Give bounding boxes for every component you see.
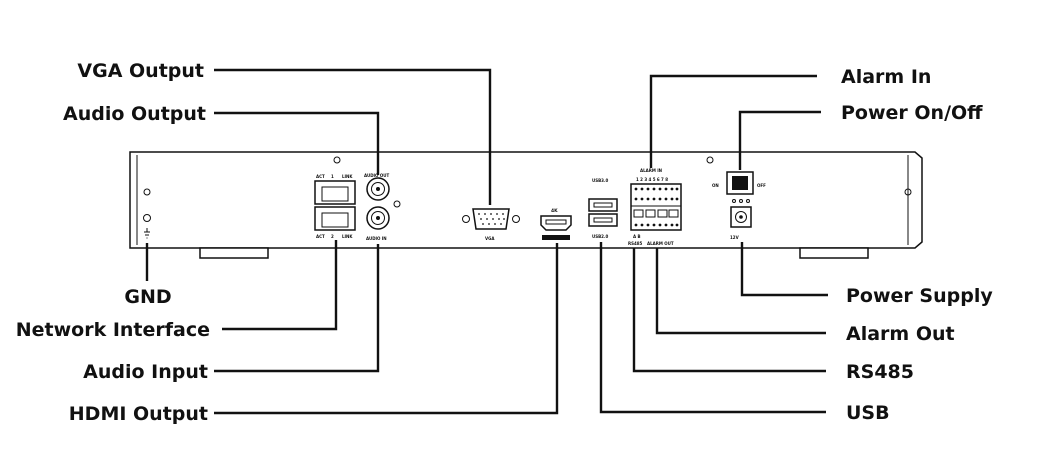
link-label: LINK: [342, 174, 353, 179]
audio-input-label: Audio Input: [83, 361, 208, 383]
nvr-chassis: [129, 151, 923, 259]
audio-in-label: AUDIO IN: [366, 236, 387, 241]
leader-lines: [145, 68, 828, 415]
alarm-in-panel-label: ALARM IN: [640, 168, 662, 173]
usb-label: USB: [846, 402, 890, 424]
usb-ports: USB3.0 USB2.0: [588, 178, 618, 239]
on-label: ON: [712, 183, 719, 188]
act-label-2: ACT: [316, 234, 325, 239]
usb2-label: USB2.0: [592, 234, 608, 239]
port1-label: 1: [331, 174, 334, 179]
audio-out-label: AUDIO OUT: [364, 173, 389, 178]
ground-terminal: [143, 214, 151, 239]
alarm-out-label: Alarm Out: [846, 323, 955, 345]
rs485-panel-label: RS485: [628, 241, 643, 246]
alarm-terminal-block: ALARM IN 1 2 3 4 5 6 7 8 A B RS485 ALARM…: [628, 168, 682, 246]
screw-icon: [333, 156, 341, 164]
rubber-foot-right: [799, 247, 869, 259]
dc-power-jack: 12V: [730, 199, 752, 240]
alarm-in-label: Alarm In: [841, 66, 931, 88]
screw-icon: [706, 156, 714, 164]
hdmi-4k-label: 4K: [551, 208, 558, 214]
rs485-pins-label: A B: [633, 234, 641, 239]
audio-output-label: Audio Output: [63, 103, 206, 125]
power-supply-label: Power Supply: [846, 285, 993, 307]
power-switch: ON OFF: [712, 171, 766, 195]
rubber-foot-left: [199, 247, 269, 259]
audio-jacks: AUDIO OUT AUDIO IN: [364, 173, 401, 241]
act-label: ACT: [316, 174, 325, 179]
link-label-2: LINK: [342, 234, 353, 239]
usb3-label: USB3.0: [592, 178, 608, 183]
port2-label: 2: [331, 234, 334, 239]
network-interface-ports: ACT 1 LINK ACT 2 LINK: [314, 174, 356, 239]
hdmi-output-label: HDMI Output: [69, 403, 208, 425]
alarm-out-panel-label: ALARM OUT: [647, 241, 674, 246]
vga-port: VGA: [462, 208, 520, 241]
dc12v-label: 12V: [730, 235, 740, 240]
screw-icon: [143, 188, 151, 196]
network-interface-label: Network Interface: [16, 319, 210, 341]
hdmi-port: 4K: [540, 208, 572, 240]
callout-labels: VGA Output Audio Output GND Network Inte…: [16, 60, 994, 425]
vga-label: VGA: [485, 236, 495, 241]
vga-output-label: VGA Output: [77, 60, 204, 82]
off-label: OFF: [757, 183, 766, 188]
alarm-in-numbers: 1 2 3 4 5 6 7 8: [636, 177, 668, 182]
gnd-label: GND: [124, 286, 171, 308]
screw-icon: [904, 188, 912, 196]
power-on-off-label: Power On/Off: [841, 102, 983, 124]
rs485-label: RS485: [846, 361, 914, 383]
